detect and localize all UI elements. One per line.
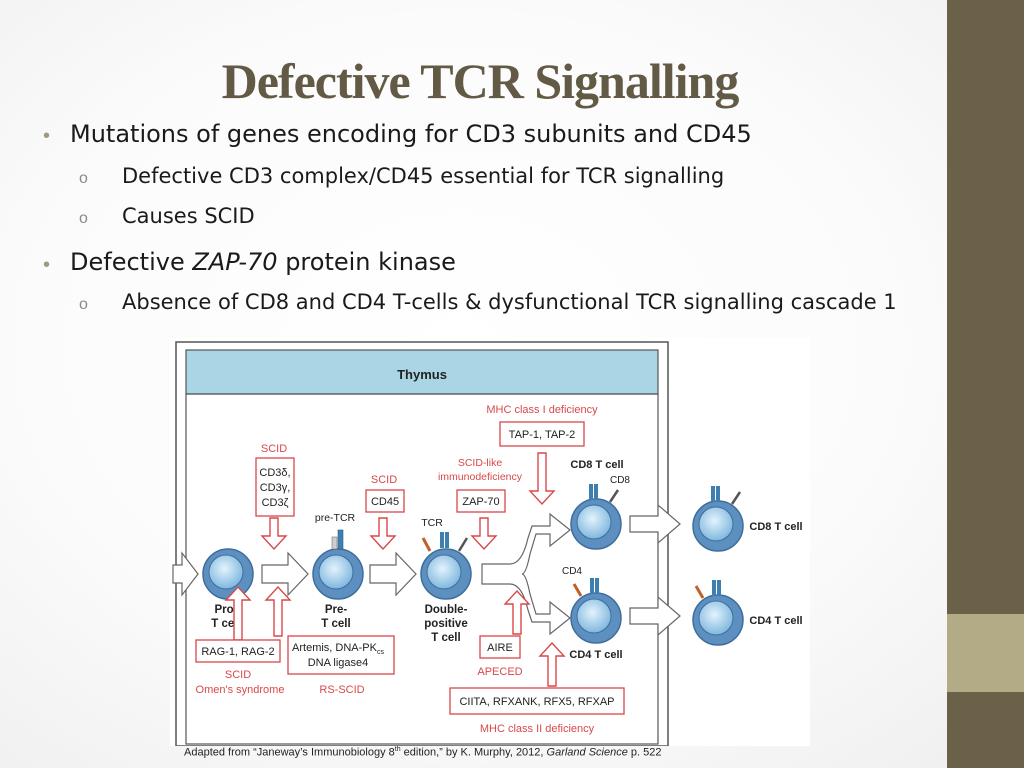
sub-bullet-marker: o (79, 170, 88, 187)
cd8-periphery-label: CD8 T cell (749, 521, 802, 533)
cd45-label: CD45 (371, 496, 399, 508)
cd45-box (365, 489, 405, 513)
arrow-zap70-down (470, 517, 498, 551)
thymus-diagram: Thymus Pro- T cell pre-TCR Pre- T cell T… (170, 338, 810, 746)
bullet-1: Mutations of genes encoding for CD3 subu… (70, 120, 752, 148)
cd8-cell-periphery (692, 486, 744, 552)
artemis-text: Artemis, DNA-PK (292, 642, 378, 654)
arrow-rag-up (224, 585, 252, 641)
tap-label: TAP-1, TAP-2 (509, 429, 576, 441)
thymus-label: Thymus (397, 367, 447, 382)
sub-bullet-1: Defective CD3 complex/CD45 essential for… (122, 164, 725, 188)
caption-pre: Adapted from “Janeway’s Immunobiology 8 (184, 746, 395, 759)
arrow-aire-up (503, 589, 531, 635)
artemis-box (287, 635, 395, 675)
arrow-pre-to-dp (369, 551, 417, 597)
arrow-cd45-down (369, 517, 397, 551)
ciita-box (449, 687, 625, 715)
caption-post: p. 522 (627, 746, 662, 759)
tap-box (499, 421, 585, 447)
artemis-sub: cs (377, 649, 385, 656)
caption-mid: edition,” by K. Murphy, 2012, (400, 746, 547, 759)
zap70-box (456, 489, 506, 513)
scid-bottom-label: SCID (225, 669, 251, 681)
cd3-gamma: CD3γ, (260, 482, 291, 494)
ciita-label: CIITA, RFXANK, RFX5, RFXAP (459, 696, 614, 708)
side-accent (947, 614, 1024, 692)
figure-caption: Adapted from “Janeway’s Immunobiology 8t… (184, 746, 662, 759)
pre-tcr-label: pre-TCR (315, 512, 356, 524)
dp-label-1: Double- (425, 604, 468, 616)
arrow-into-thymus (172, 551, 199, 597)
omens-label: Omen's syndrome (196, 684, 285, 696)
tcr-label: TCR (421, 517, 443, 529)
arrow-tap-down (528, 452, 556, 506)
double-positive-cell (420, 548, 472, 600)
bullet-2: Defective ZAP-70 protein kinase (70, 248, 456, 276)
dp-label-2: positive (424, 618, 467, 630)
defect-arrows (224, 452, 566, 687)
arrow-cd4-exit (629, 595, 681, 637)
cd8-cell-thymus (570, 484, 622, 550)
arrow-ciita-up (538, 641, 566, 687)
dp-label-3: T cell (431, 632, 460, 644)
pre-tcr-receptor (331, 529, 344, 550)
rs-scid-label: RS-SCID (319, 684, 364, 696)
zap70-label: ZAP-70 (462, 496, 499, 508)
mhc1-label: MHC class I deficiency (486, 404, 598, 416)
bullet-2-italic: ZAP-70 (192, 248, 278, 276)
cd3-delta: CD3δ, (259, 467, 290, 479)
scid-label-2: SCID (371, 474, 397, 486)
apeced-label: APECED (477, 666, 522, 678)
cd3-zeta: CD3ζ (262, 497, 289, 509)
slide-title: Defective TCR Signalling (221, 53, 740, 109)
cd4-cell-periphery (692, 580, 744, 646)
pro-t-label-1: Pro- (215, 604, 238, 616)
arrow-cd8-exit (629, 503, 681, 545)
bullet-2-post: protein kinase (277, 248, 456, 276)
figure-frame (175, 341, 669, 746)
arrow-pro-to-pre (261, 551, 309, 597)
sub-bullet-2: Causes SCID (122, 204, 255, 228)
dna-ligase-label: DNA ligase4 (308, 657, 369, 669)
pre-t-label-1: Pre- (325, 604, 348, 616)
caption-italic: Garland Science (546, 746, 628, 759)
scid-label-1: SCID (261, 443, 287, 455)
cd4-thymus-label: CD4 T cell (569, 649, 622, 661)
cd4-periphery-label: CD4 T cell (749, 615, 802, 627)
scid-like-label-1: SCID-like (458, 457, 502, 469)
rag-label: RAG-1, RAG-2 (201, 646, 274, 658)
scid-like-label-2: immunodeficiency (438, 471, 523, 483)
aire-label: AIRE (487, 642, 513, 654)
pre-t-cell (312, 548, 364, 600)
bullet-2-pre: Defective (70, 248, 193, 276)
pro-t-cell (202, 548, 254, 600)
caption-sup: th (394, 746, 401, 753)
rag-box (195, 639, 281, 663)
pre-t-label-2: T cell (321, 618, 350, 630)
stage-arrows (172, 503, 681, 637)
sub-bullet-3: Absence of CD8 and CD4 T-cells & dysfunc… (122, 290, 897, 314)
bullet-marker: • (43, 254, 51, 276)
sub-bullet-marker: o (79, 210, 88, 227)
arrow-cd3-down (260, 517, 288, 551)
aire-box (479, 635, 521, 659)
cd8-thymus-label: CD8 T cell (570, 459, 623, 471)
sub-bullet-marker: o (79, 296, 88, 313)
artemis-label: Artemis, DNA-PKcs (292, 642, 384, 656)
arrow-artemis-up (264, 585, 292, 637)
cd4-cell-thymus (570, 578, 622, 644)
cd3-box (255, 457, 295, 517)
mhc2-label: MHC class II deficiency (480, 723, 595, 735)
cd8-marker-label: CD8 (610, 475, 630, 486)
tcr-receptor (421, 532, 469, 552)
cd4-marker-label: CD4 (562, 566, 582, 577)
bullet-marker: • (43, 125, 51, 147)
